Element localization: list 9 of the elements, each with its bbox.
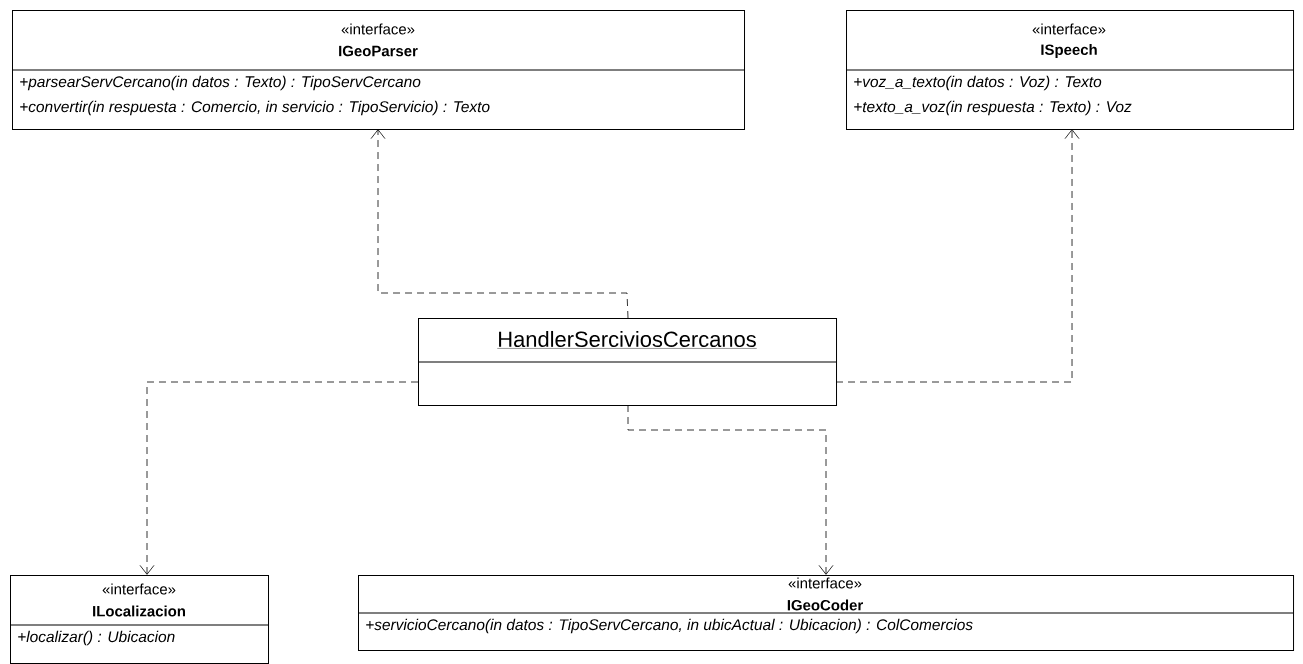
class-box: HandlerSerciviosCercanos	[417, 318, 837, 406]
class-box: «interface» ISpeech +voz_a_texto(in datos : Voz) : Texto +texto_a_voz(in respuesta : Texto) : Voz	[845, 10, 1295, 130]
dependency-arrow	[370, 129, 629, 319]
class-box: «interface» IGeoCoder +servicioCercano(in datos : TipoServCercano, in ubicActual : Ubicacion) : ColComercios	[357, 575, 1295, 651]
dependency-arrow	[627, 404, 834, 575]
class-box: «interface» ILocalizacion +localizar() : Ubicacion	[9, 575, 269, 664]
dependency-arrow	[835, 129, 1080, 383]
class-box: «interface» IGeoParser +parsearServCercano(in datos : Texto) : TipoServCercano +convertir(in respuesta : Comercio, in servicio : TipoServicio) : Texto	[11, 10, 745, 130]
dependency-arrow	[139, 381, 419, 575]
